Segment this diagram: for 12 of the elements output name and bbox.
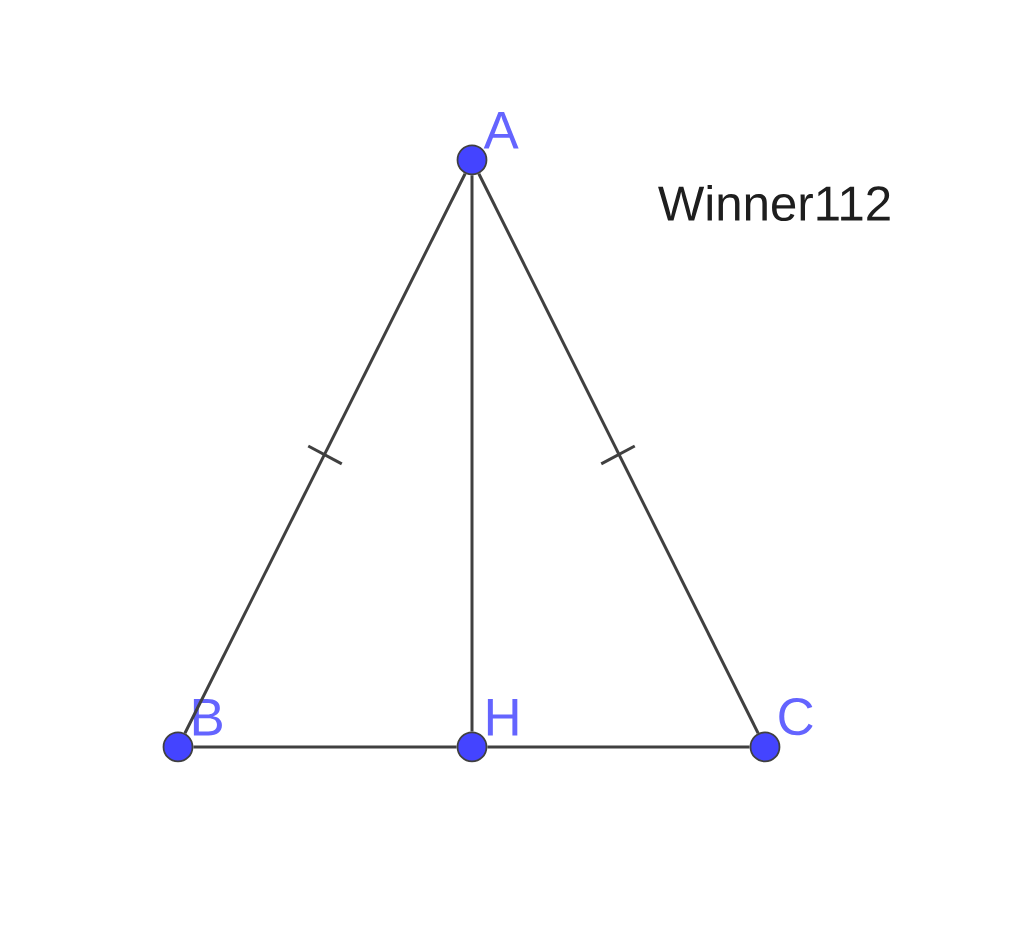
line-segment xyxy=(470,175,474,732)
line-segment xyxy=(477,173,760,734)
line-segment xyxy=(183,173,467,734)
point: H xyxy=(456,699,518,763)
node-label: H xyxy=(487,699,518,736)
node-label: A xyxy=(483,112,519,149)
node-label: C xyxy=(779,698,813,736)
line-segment xyxy=(487,745,750,749)
caption-text: Winner112 xyxy=(658,184,890,222)
line-segment xyxy=(193,745,457,749)
point: C xyxy=(749,698,813,763)
point: A xyxy=(456,112,519,176)
